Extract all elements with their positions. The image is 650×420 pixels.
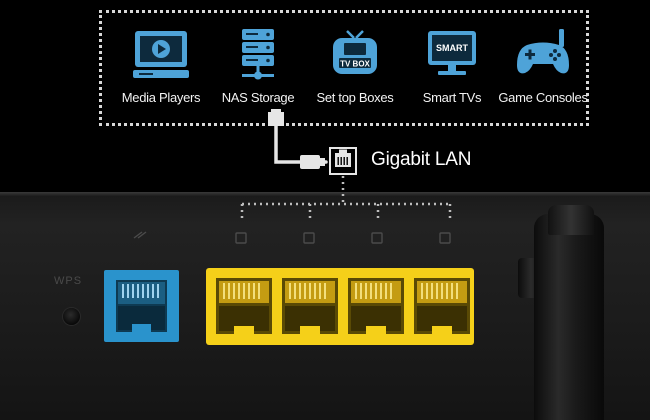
wps-label: WPS: [54, 275, 83, 287]
device-smart-tvs: SMART Smart TVs: [405, 27, 499, 105]
set-top-box-icon: TV BOX: [333, 30, 377, 74]
lan-port-1: [216, 278, 272, 334]
device-set-top-boxes: TV BOX Set top Boxes: [308, 27, 402, 105]
antenna: [534, 214, 604, 420]
lan-ports-block: [206, 268, 474, 345]
device-label: Media Players: [121, 90, 201, 105]
lan-port-sockets: [216, 278, 470, 334]
device-nas-storage: NAS Storage: [211, 27, 305, 105]
smart-tv-icon: SMART: [428, 31, 476, 75]
lan-port-4: [414, 278, 470, 334]
lan-port-3: [348, 278, 404, 334]
lan-connector-lines: [240, 176, 452, 222]
ethernet-cable: [268, 109, 328, 169]
gigabit-lan-label: Gigabit LAN: [371, 149, 472, 170]
wan-port: [104, 270, 179, 342]
router-top-edge: [0, 192, 650, 196]
device-game-consoles: Game Consoles: [496, 27, 590, 105]
set-top-box-badge: TV BOX: [340, 60, 370, 69]
antenna-cap: [548, 205, 594, 235]
device-label: NAS Storage: [221, 90, 295, 105]
port-marks: [133, 231, 451, 244]
ethernet-port-icon: [329, 147, 357, 175]
wan-port-socket: [116, 280, 167, 332]
lan-port-2: [282, 278, 338, 334]
smart-tv-badge: SMART: [436, 43, 468, 53]
nas-storage-icon: [242, 29, 274, 80]
game-controller-icon: [517, 29, 569, 74]
media-player-icon: [133, 31, 189, 78]
device-label: Smart TVs: [422, 90, 482, 105]
device-media-players: Media Players: [114, 27, 208, 105]
device-panel: Media Players NAS Storage: [99, 10, 589, 126]
wps-button: [63, 308, 80, 325]
device-label: Game Consoles: [498, 90, 588, 105]
device-label: Set top Boxes: [316, 90, 394, 105]
